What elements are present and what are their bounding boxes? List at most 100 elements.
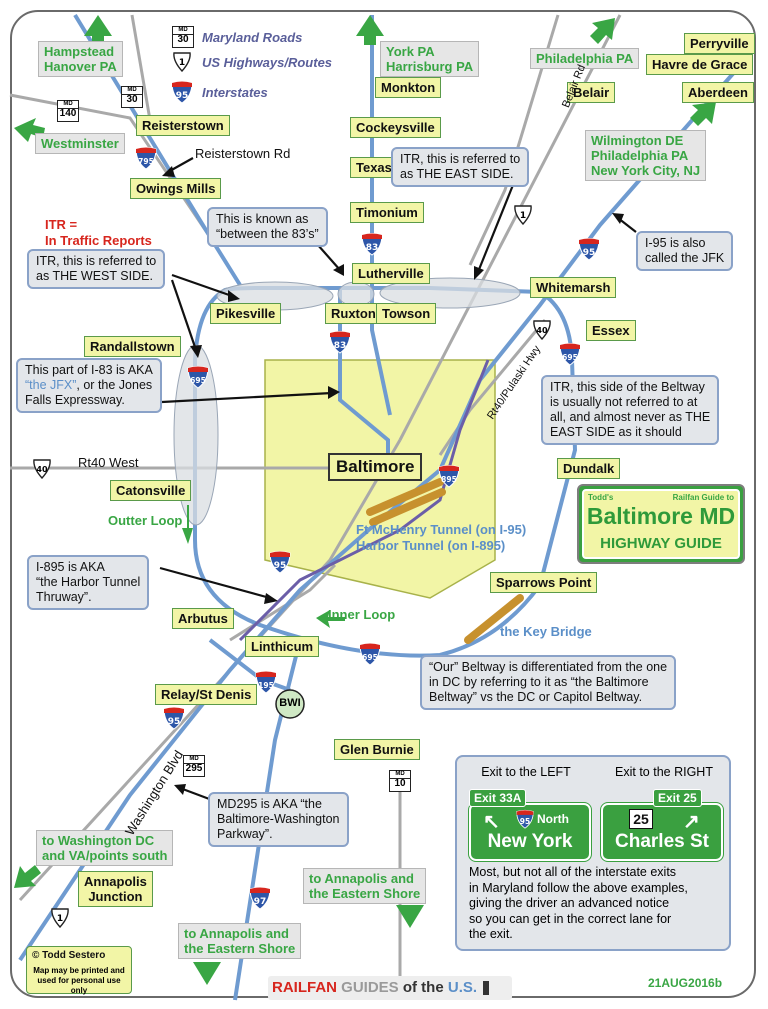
- us1-south-shield-icon: 1: [51, 908, 69, 928]
- exit-left-destination: New York: [487, 831, 573, 852]
- dest-westminster: Westminster: [35, 133, 125, 154]
- place-essex: Essex: [586, 320, 636, 341]
- place-aberdeen: Aberdeen: [682, 82, 754, 103]
- exit-left-tab: Exit 33A: [469, 789, 527, 807]
- us40-west-shield-icon: 40: [33, 459, 51, 479]
- place-belair: Belair: [567, 82, 616, 103]
- svg-text:895: 895: [441, 475, 457, 484]
- key-bridge: [464, 594, 524, 644]
- svg-text:40: 40: [536, 326, 548, 335]
- road-md30: [130, 14, 152, 121]
- legend-md-label: Maryland Roads: [202, 30, 303, 45]
- title-railfan: Railfan Guide to: [672, 493, 734, 502]
- place-towson: Towson: [376, 303, 437, 324]
- place-texas: Texas: [350, 157, 398, 178]
- road-light-rail: [229, 563, 337, 642]
- title-line2: HIGHWAY GUIDE: [600, 535, 722, 552]
- exit-left-sign: ↖ 95 North New York: [468, 802, 592, 862]
- place-reisterstown: Reisterstown: [136, 115, 230, 136]
- exit-right-title: Exit to the RIGHT: [615, 765, 713, 779]
- legend-us-label: US Highways/Routes: [202, 55, 333, 70]
- copyright-text: © Todd Sestero: [32, 950, 106, 961]
- place-annapolis-junction: Annapolis Junction: [78, 871, 153, 907]
- traffic-light-icon: [483, 981, 490, 996]
- svg-text:95: 95: [168, 717, 181, 727]
- svg-text:695: 695: [362, 653, 378, 662]
- svg-text:695: 695: [190, 376, 206, 385]
- svg-text:795: 795: [138, 157, 154, 166]
- exit-right-tab: Exit 25: [653, 789, 702, 807]
- svg-text:83: 83: [334, 341, 347, 351]
- dest-washington: to Washington DC and VA/points south: [36, 830, 174, 866]
- i695-east-shield-icon: 695: [559, 343, 581, 366]
- note-md295: MD295 is AKA “the Baltimore-Washington P…: [208, 792, 349, 847]
- road-md140: [9, 93, 214, 241]
- svg-text:1: 1: [520, 211, 526, 221]
- place-pikesville: Pikesville: [210, 303, 282, 324]
- exit-panel-body: Most, but not all of the interstate exit…: [469, 865, 688, 941]
- place-glen-burnie: Glen Burnie: [334, 739, 420, 760]
- dest-hampstead: Hampstead Hanover PA: [38, 41, 123, 77]
- arrow-up-right-icon: ↗: [683, 811, 700, 833]
- outer-loop-label: Outter Loop: [108, 513, 183, 528]
- svg-text:95: 95: [583, 248, 596, 258]
- i195-shield-icon: 195: [255, 671, 277, 694]
- title-sign: Todd's Railfan Guide to Baltimore MD HIG…: [577, 484, 745, 564]
- version-text: 21AUG2016b: [648, 976, 723, 990]
- legend-us-shield-icon: 1: [173, 52, 191, 72]
- i695-south-shield-icon: 695: [359, 643, 381, 666]
- place-sparrows-point: Sparrows Point: [490, 572, 598, 593]
- title-line1: Baltimore MD: [586, 503, 736, 529]
- note-jfx: This part of I-83 is AKA “the JFX”, or t…: [16, 358, 162, 413]
- key-bridge-label: the Key Bridge: [500, 624, 592, 639]
- note-between-83s: This is known as “between the 83’s”: [207, 207, 328, 247]
- svg-text:95: 95: [176, 91, 189, 101]
- i795-shield-icon: 795: [135, 147, 157, 170]
- place-whitemarsh: Whitemarsh: [530, 277, 617, 298]
- svg-text:95: 95: [274, 561, 287, 571]
- itr-definition: ITR = In Traffic Reports: [45, 217, 152, 248]
- place-ruxton: Ruxton: [325, 303, 382, 324]
- place-arbutus: Arbutus: [172, 608, 234, 629]
- dest-philadelphia: Philadelphia PA: [530, 48, 640, 69]
- permission-text: Map may be printed and used for personal…: [33, 966, 125, 995]
- us1-north-shield-icon: 1: [514, 205, 532, 225]
- us40-east-shield-icon: 40: [533, 320, 551, 340]
- road-label-rt40-west: Rt40 West: [78, 455, 139, 470]
- i95-southwest-shield-icon: 95: [163, 707, 185, 730]
- place-relay: Relay/St Denis: [155, 684, 258, 705]
- i83-south-shield-icon: 83: [329, 331, 351, 354]
- bwi-label: BWI: [279, 697, 301, 709]
- dest-annapolis-south: to Annapolis and the Eastern Shore: [178, 923, 302, 959]
- i95-central-shield-icon: 95: [269, 551, 291, 574]
- note-itr-east: ITR, this is referred to as THE EAST SID…: [391, 147, 530, 187]
- title-todds: Todd's: [588, 493, 614, 502]
- dest-wilmington: Wilmington DE Philadelphia PA New York C…: [585, 130, 707, 181]
- svg-text:1: 1: [179, 58, 185, 68]
- svg-text:195: 195: [258, 681, 274, 690]
- bwi-airport-icon: [275, 689, 305, 719]
- i695-west-shield-icon: 695: [187, 366, 209, 389]
- place-dundalk: Dundalk: [557, 458, 621, 479]
- note-itr-west: ITR, this is referred to as THE WEST SID…: [27, 249, 166, 289]
- i97-shield-icon: 97: [249, 887, 271, 910]
- svg-text:83: 83: [366, 243, 379, 253]
- legend-interstate-label: Interstates: [202, 85, 268, 100]
- place-monkton: Monkton: [375, 77, 442, 98]
- inner-loop-label: Inner Loop: [328, 607, 396, 622]
- svg-text:695: 695: [562, 353, 578, 362]
- place-catonsville: Catonsville: [110, 480, 192, 501]
- i95-sign-shield-icon: 95: [516, 809, 534, 829]
- place-baltimore: Baltimore: [328, 453, 423, 481]
- copyright-box: © Todd Sestero Map may be printed and us…: [26, 946, 132, 995]
- legend-interstate-shield-icon: 95: [171, 81, 193, 104]
- place-linthicum: Linthicum: [245, 636, 320, 657]
- place-havre-de-grace: Havre de Grace: [646, 54, 754, 75]
- highway-i895: [238, 359, 490, 642]
- svg-text:97: 97: [254, 897, 267, 907]
